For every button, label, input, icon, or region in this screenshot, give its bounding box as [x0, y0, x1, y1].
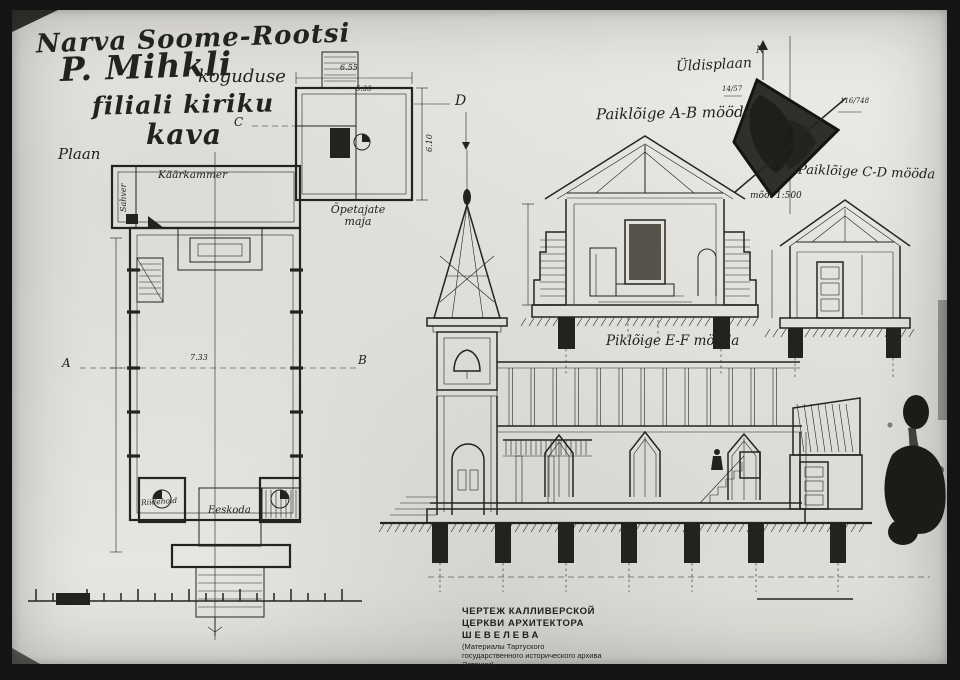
frame-smudges [12, 10, 948, 664]
section-ab-label: Paiklõige A-B mööda [595, 102, 753, 124]
dim-655: 6.55 [340, 63, 358, 72]
vestibule-label: Eeskoda [208, 505, 251, 516]
plan-label: Plaan [58, 145, 101, 163]
section-ef-drawing [378, 150, 930, 592]
dim-610: 6.10 [425, 134, 434, 152]
title-line-3: filiali kiriku [91, 88, 275, 121]
marker-a: A [62, 356, 71, 370]
caption-line: ЧЕРТЕЖ КАЛЛИВЕРСКОЙ [462, 606, 596, 617]
caption-line: ЦЕРКВИ АРХИТЕКТОРА [462, 617, 585, 629]
caption-block: ЧЕРТЕЖ КАЛЛИВЕРСКОЙ ЦЕРКВИ АРХИТЕКТОРА Ш… [462, 606, 602, 670]
marker-north: N [756, 45, 765, 56]
title-line-4: kava [146, 118, 222, 151]
section-ef-label: Piklõige E-F mööda [606, 333, 740, 349]
church-floor-plan [80, 152, 356, 640]
pantry-label: Sahver [119, 183, 128, 212]
site-ref-right: 116/748 [840, 97, 870, 105]
caption-line: Эстонии) [462, 660, 494, 670]
scale-bar [28, 589, 362, 605]
site-ref-left: 14/57 [722, 85, 743, 93]
caption-line: ШЕВЕЛЕВА [462, 629, 542, 641]
caption-line: государственного исторического архива [462, 651, 602, 660]
marker-b: B [358, 353, 367, 367]
dim-733: 7.33 [190, 353, 208, 362]
section-cd-drawing [764, 199, 915, 380]
teachers-house-label: Õpetajate maja [330, 203, 386, 228]
caption-line: (Материалы Тартуского [462, 641, 545, 651]
tree-blob [884, 395, 946, 545]
marker-c: C [234, 115, 244, 129]
teachers-house-plan [252, 51, 470, 202]
site-scale-label: mõõt 1:500 [750, 191, 802, 201]
dim-533: 5.33 [356, 85, 372, 93]
site-plan-drawing [724, 36, 862, 214]
marker-d: D [455, 93, 467, 109]
title-line-2-sub: koguduse [198, 66, 286, 87]
sacristy-label: Käärkammer [158, 169, 228, 181]
section-ab-drawing [520, 135, 759, 374]
